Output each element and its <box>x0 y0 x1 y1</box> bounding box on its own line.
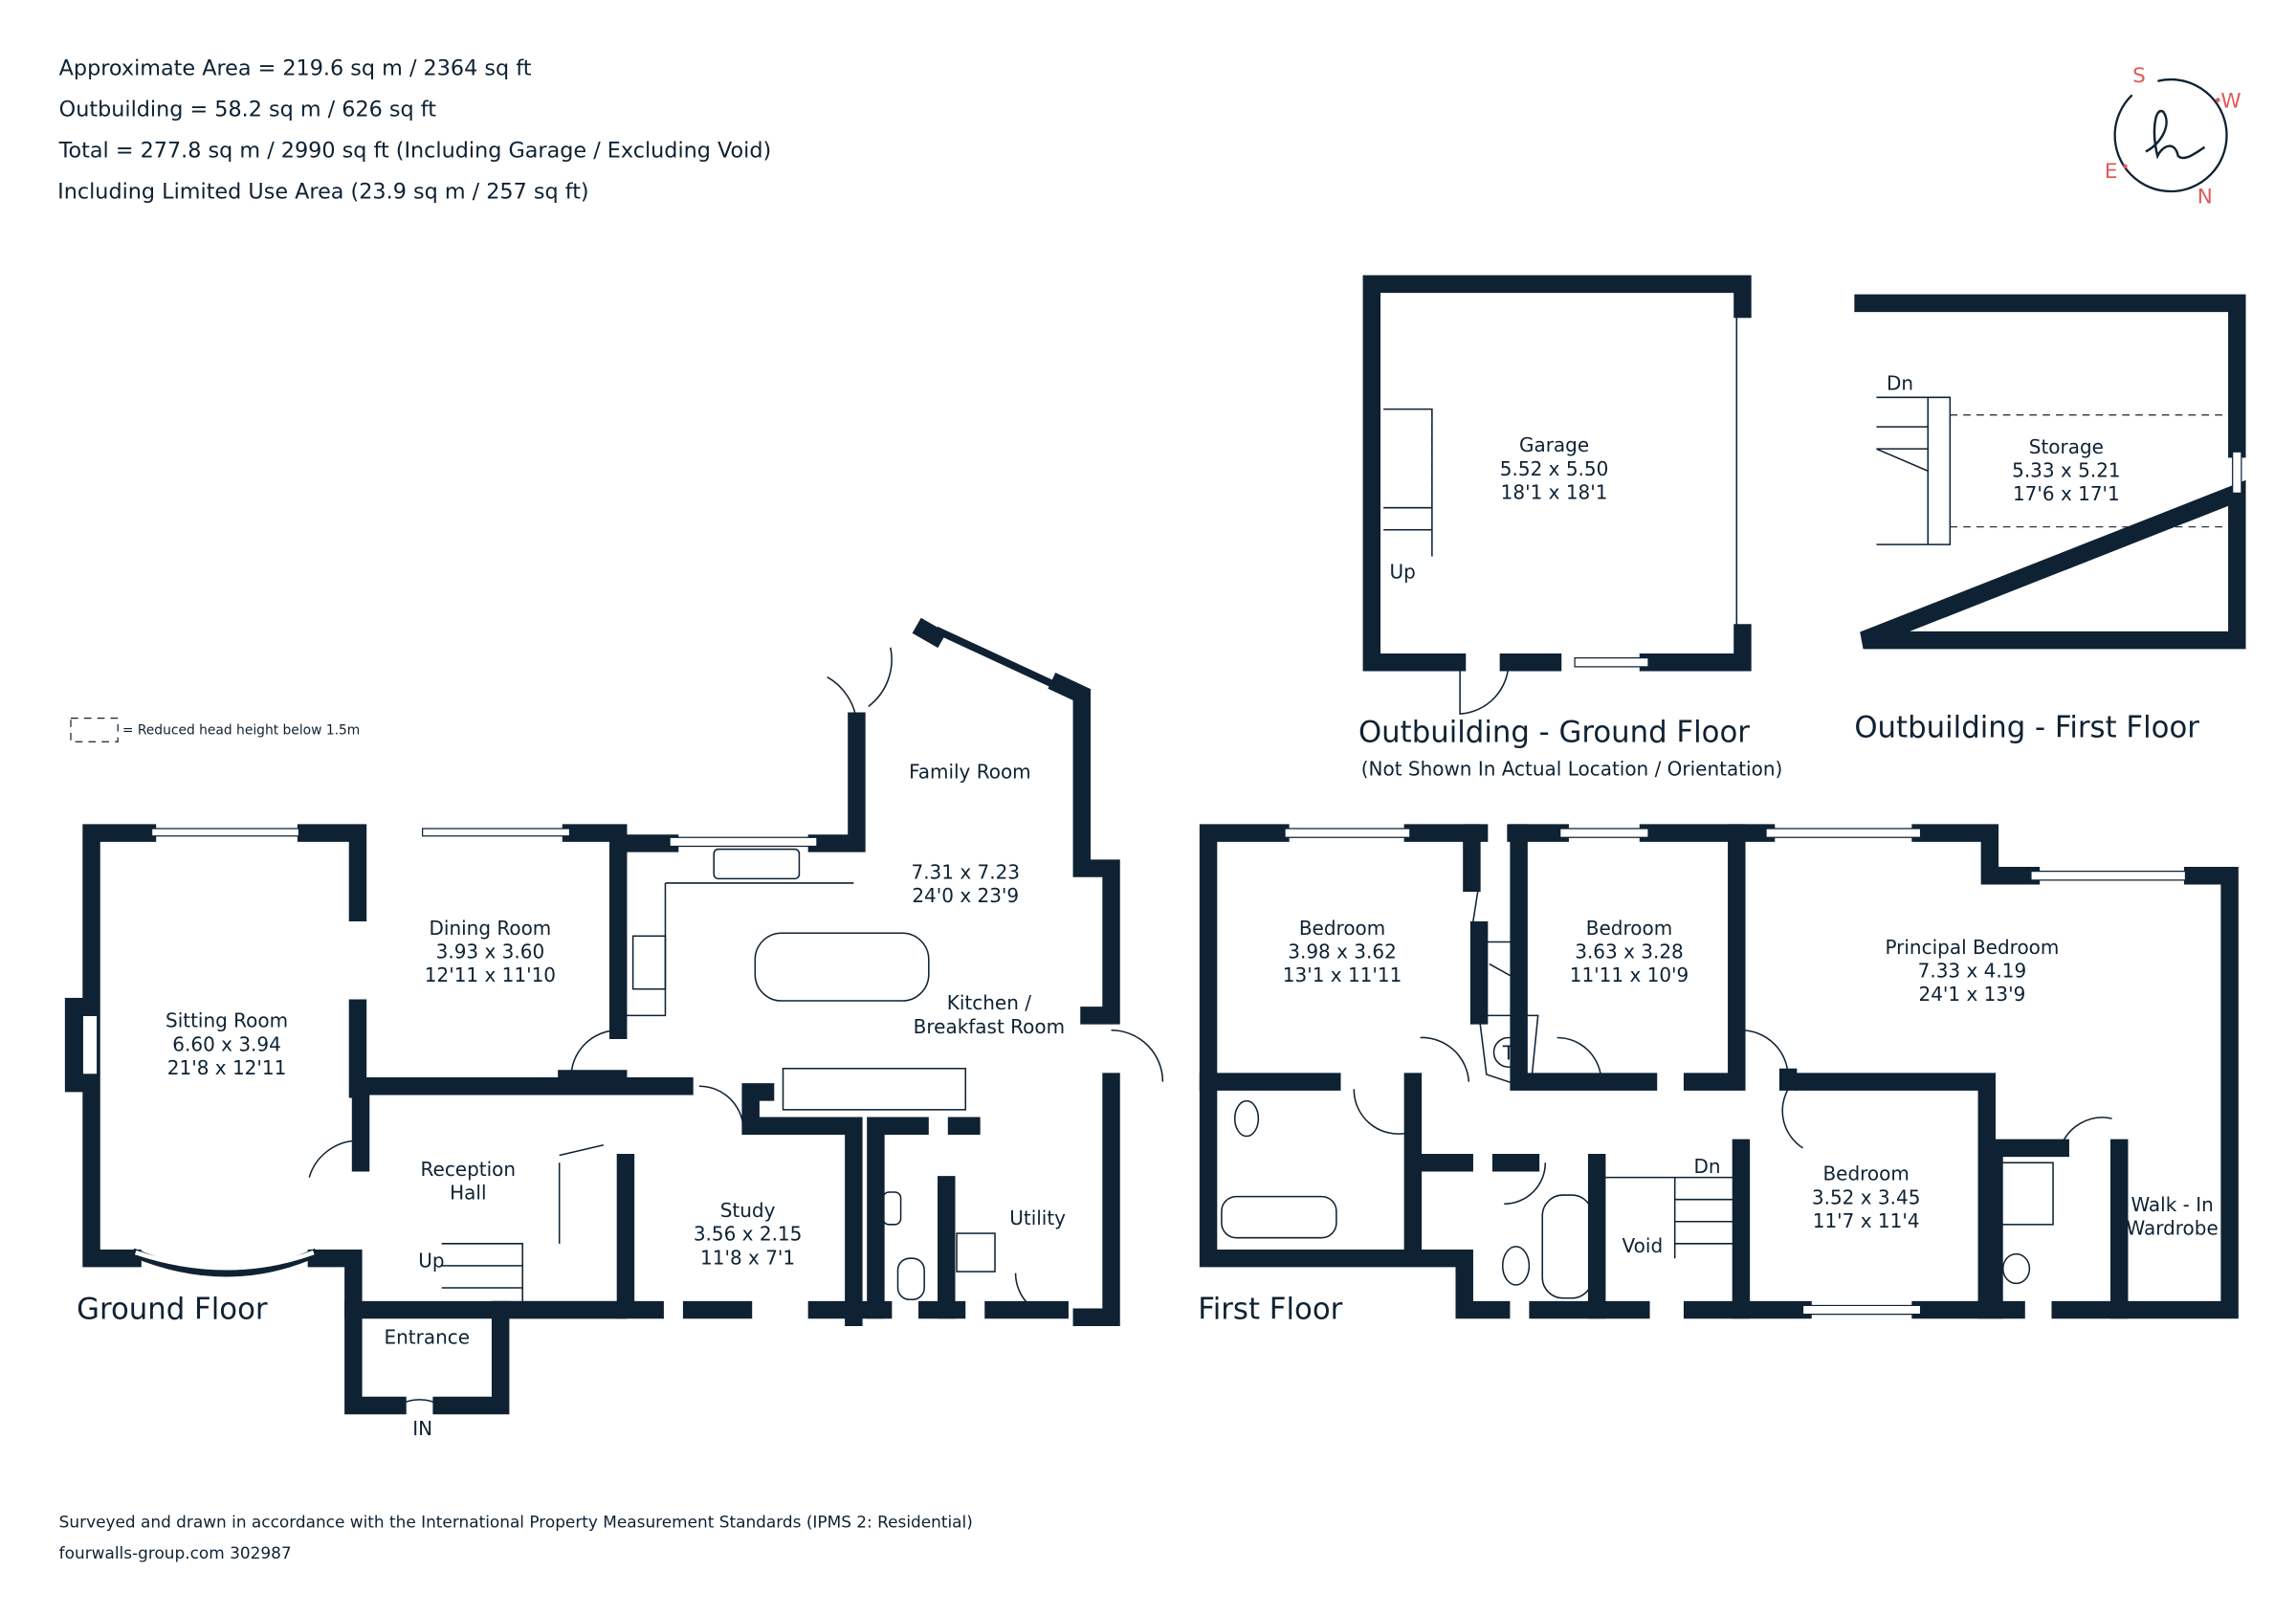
kitchen-metric: 7.31 x 7.23 <box>911 860 1020 883</box>
limited-use-area: Including Limited Use Area (23.9 sq m / … <box>57 180 588 205</box>
legend: = Reduced head height below 1.5m <box>70 718 360 742</box>
stairs-down-label: Dn <box>1694 1155 1721 1178</box>
storage-imperial: 17'6 x 17'1 <box>2013 482 2120 505</box>
first-floor-title: First Floor <box>1198 1292 1342 1326</box>
outbuilding-labels: Garage 5.52 x 5.50 18'1 x 18'1 Up Outbui… <box>1358 372 2199 781</box>
entrance-label: Entrance <box>384 1325 470 1348</box>
garage-stairs-up: Up <box>1389 561 1415 584</box>
principal-bedroom-imperial: 24'1 x 13'9 <box>1919 983 2026 1006</box>
ground-floor-labels: Sitting Room 6.60 x 3.94 21'8 x 12'11 Di… <box>77 761 1066 1440</box>
garage-imperial: 18'1 x 18'1 <box>1501 480 1608 503</box>
outbuilding-plan <box>1362 275 2246 715</box>
dining-room-metric: 3.93 x 3.60 <box>436 940 545 963</box>
tank-icon <box>1492 1036 1525 1069</box>
hall-label: Hall <box>450 1182 486 1205</box>
entry-in-label: IN <box>412 1417 432 1440</box>
approx-area: Approximate Area = 219.6 sq m / 2364 sq … <box>59 55 532 80</box>
compass-n: N <box>2197 185 2213 209</box>
compass-logo: S W E N <box>2105 64 2241 209</box>
ground-floor-title: Ground Floor <box>77 1292 268 1326</box>
sitting-room-label: Sitting Room <box>166 1009 288 1032</box>
reference-id: fourwalls-group.com 302987 <box>59 1543 292 1562</box>
wardrobe-label: Walk - In <box>2130 1193 2213 1216</box>
total-area: Total = 277.8 sq m / 2990 sq ft (Includi… <box>58 139 772 164</box>
utility-label: Utility <box>1009 1206 1066 1229</box>
bedroom-1-imperial: 13'1 x 11'11 <box>1283 963 1402 986</box>
dining-room-label: Dining Room <box>430 917 552 940</box>
outbuilding-first-title: Outbuilding - First Floor <box>1854 711 2199 745</box>
legend-text: = Reduced head height below 1.5m <box>122 723 360 739</box>
outbuilding-ground-title: Outbuilding - Ground Floor <box>1358 715 1750 749</box>
compass-e: E <box>2105 160 2118 184</box>
garage-label: Garage <box>1519 433 1589 456</box>
sitting-room-metric: 6.60 x 3.94 <box>172 1032 281 1055</box>
study-imperial: 11'8 x 7'1 <box>700 1246 795 1269</box>
tank-label: T <box>1502 1042 1515 1065</box>
bedroom-3-imperial: 11'7 x 11'4 <box>1813 1209 1920 1232</box>
kitchen-label: Kitchen / <box>947 991 1031 1014</box>
reception-label: Reception <box>421 1158 517 1181</box>
logo-h-icon <box>2145 109 2206 160</box>
standards-note: Surveyed and drawn in accordance with th… <box>59 1513 973 1532</box>
bedroom-2-imperial: 11'11 x 10'9 <box>1570 963 1689 986</box>
storage-metric: 5.33 x 5.21 <box>2012 458 2121 481</box>
principal-bedroom-label: Principal Bedroom <box>1885 936 2059 959</box>
stairs-up-label: Up <box>418 1249 444 1272</box>
bedroom-3-metric: 3.52 x 3.45 <box>1812 1185 1921 1208</box>
storage-stairs-down: Dn <box>1887 372 1913 395</box>
family-room-label: Family Room <box>909 761 1031 784</box>
bedroom-2-label: Bedroom <box>1586 917 1672 940</box>
garage-metric: 5.52 x 5.50 <box>1500 457 1609 480</box>
first-floor-plan: T <box>1199 824 2239 1319</box>
wardrobe-label-2: Wardrobe <box>2126 1217 2218 1240</box>
principal-bedroom-metric: 7.33 x 4.19 <box>1918 959 2027 982</box>
outbuilding-note: (Not Shown In Actual Location / Orientat… <box>1361 758 1783 781</box>
void-label: Void <box>1623 1234 1664 1257</box>
outbuilding-area: Outbuilding = 58.2 sq m / 626 sq ft <box>59 98 437 122</box>
study-metric: 3.56 x 2.15 <box>694 1223 803 1246</box>
area-summary: Approximate Area = 219.6 sq m / 2364 sq … <box>57 55 771 204</box>
compass-s: S <box>2132 64 2146 88</box>
bedroom-1-metric: 3.98 x 3.62 <box>1288 940 1397 963</box>
storage-label: Storage <box>2029 435 2104 458</box>
breakfast-room-label: Breakfast Room <box>914 1015 1065 1038</box>
bedroom-2-metric: 3.63 x 3.28 <box>1575 940 1684 963</box>
dining-room-imperial: 12'11 x 11'10 <box>425 963 556 986</box>
kitchen-imperial: 24'0 x 23'9 <box>912 884 1019 907</box>
first-floor-labels: Bedroom 3.98 x 3.62 13'1 x 11'11 Bedroom… <box>1198 917 2218 1326</box>
sitting-room-imperial: 21'8 x 12'11 <box>167 1056 287 1079</box>
compass-w: W <box>2220 89 2241 113</box>
study-label: Study <box>720 1199 776 1222</box>
ground-floor-plan <box>64 617 1164 1415</box>
bedroom-1-label: Bedroom <box>1299 917 1385 940</box>
bedroom-3-label: Bedroom <box>1822 1162 1909 1185</box>
